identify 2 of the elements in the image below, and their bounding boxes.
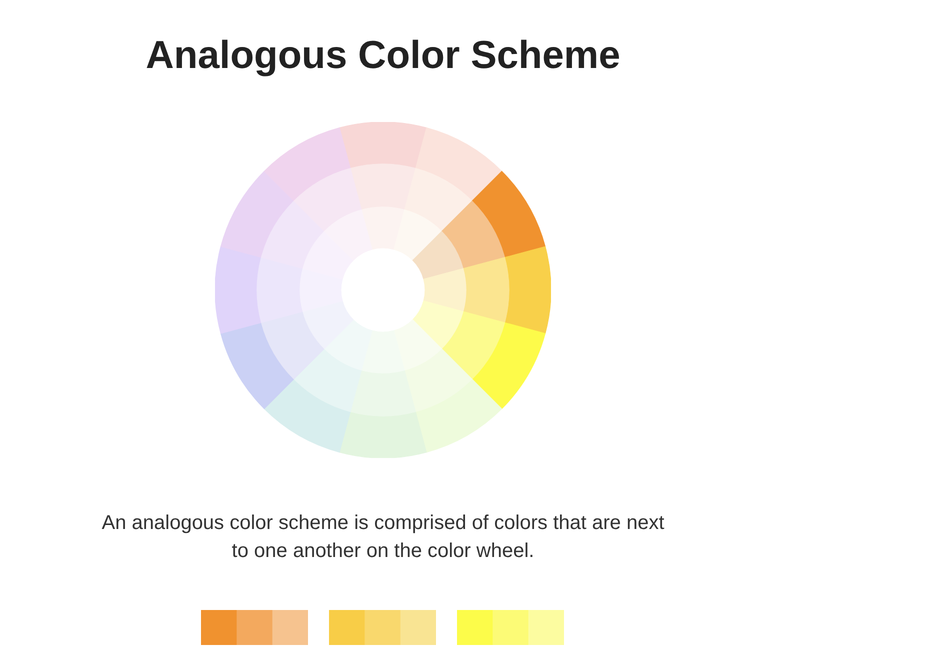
title: Analogous Color Scheme — [144, 33, 622, 79]
caption: An analogous color scheme is comprised of colors that are next to one another on the color wheel. — [100, 511, 666, 564]
